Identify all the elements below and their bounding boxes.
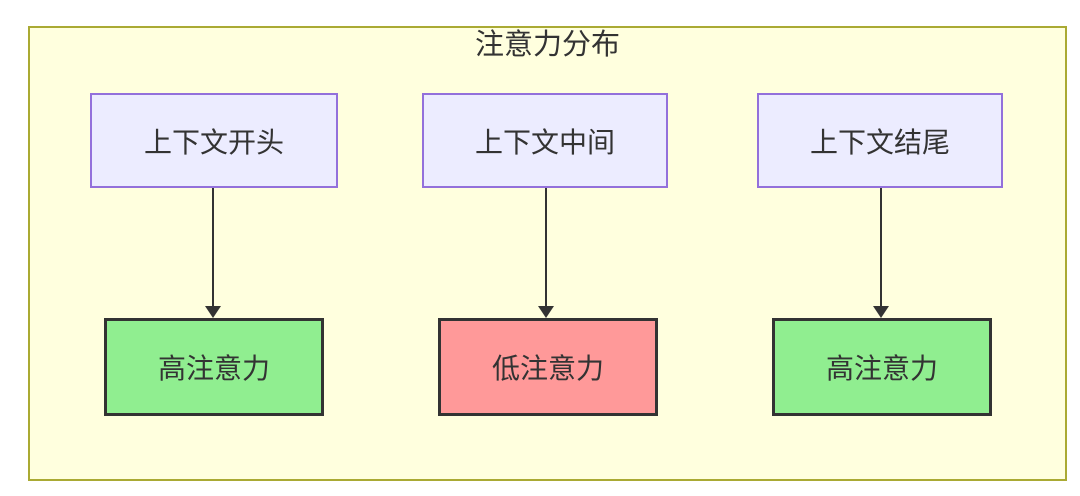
arrow-beginning-to-high-attention (205, 188, 221, 318)
node-context-beginning: 上下文开头 (90, 93, 338, 188)
node-context-middle-label: 上下文中间 (474, 126, 615, 158)
node-context-end: 上下文结尾 (757, 93, 1003, 188)
node-context-middle: 上下文中间 (422, 93, 668, 188)
node-low-attention: 低注意力 (438, 318, 658, 416)
node-high-attention-left-label: 高注意力 (157, 353, 270, 384)
arrow-end-to-high-attention (873, 188, 889, 318)
arrow-middle-to-low-attention (538, 188, 554, 318)
node-context-end-label: 上下文结尾 (809, 126, 950, 158)
node-context-beginning-label: 上下文开头 (143, 126, 284, 158)
node-high-attention-left: 高注意力 (104, 318, 324, 416)
node-low-attention-label: 低注意力 (491, 353, 604, 384)
node-high-attention-right-label: 高注意力 (825, 353, 938, 384)
node-high-attention-right: 高注意力 (772, 318, 992, 416)
diagram-title: 注意力分布 (474, 29, 620, 61)
